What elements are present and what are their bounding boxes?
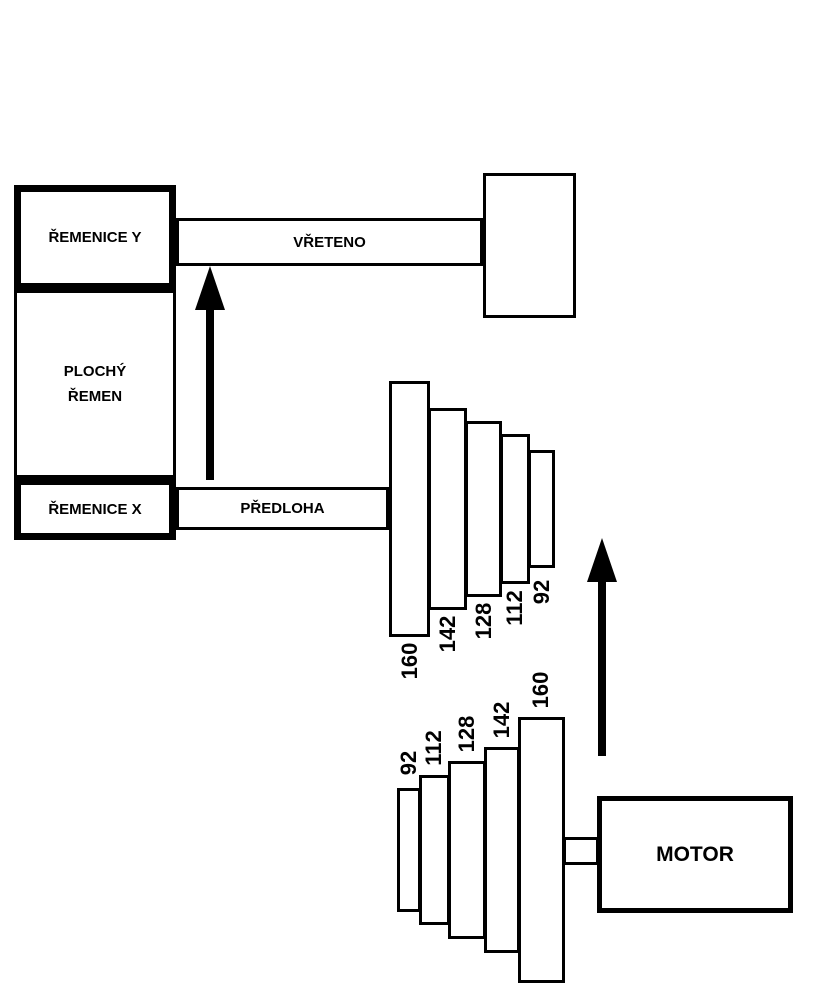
upper-cone-step-92 <box>528 450 555 568</box>
spindle-end-box <box>483 173 576 318</box>
pulley-x-box: ŘEMENICE X <box>14 478 176 540</box>
upper-cone-step-160 <box>389 381 430 637</box>
motor-shaft-connector <box>563 837 599 865</box>
pulley-y-box: ŘEMENICE Y <box>14 185 176 290</box>
lower-cone-step-112 <box>419 775 450 925</box>
spindle-shaft: VŘETENO <box>176 218 483 266</box>
motor-box: MOTOR <box>597 796 793 913</box>
lower-cone-step-142 <box>484 747 520 953</box>
pulley-y-label: ŘEMENICE Y <box>48 229 142 246</box>
motor-label: MOTOR <box>656 842 734 866</box>
arrow-head-icon <box>587 538 617 582</box>
lower-cone-step-160 <box>518 717 565 983</box>
upper-cone-step-128 <box>465 421 502 597</box>
upper-cone-step-142 <box>428 408 467 610</box>
lower-cone-step-128 <box>448 761 486 939</box>
flat-belt-label-line1: PLOCHÝ <box>63 363 127 380</box>
flat-belt-box: PLOCHÝ ŘEMEN <box>14 290 176 478</box>
upper-cone-step-112 <box>500 434 530 584</box>
arrow-shaft-line <box>206 306 214 480</box>
flat-belt-label: PLOCHÝ ŘEMEN <box>64 363 127 405</box>
countershaft-label: PŘEDLOHA <box>240 500 325 517</box>
flat-belt-label-line2: ŘEMEN <box>67 388 123 405</box>
arrow-head-icon <box>195 266 225 310</box>
lower-cone-step-92 <box>397 788 421 912</box>
countershaft-shaft: PŘEDLOHA <box>176 487 389 530</box>
arrow-shaft-line <box>598 578 606 756</box>
pulley-x-label: ŘEMENICE X <box>48 500 142 518</box>
spindle-label: VŘETENO <box>293 233 366 251</box>
